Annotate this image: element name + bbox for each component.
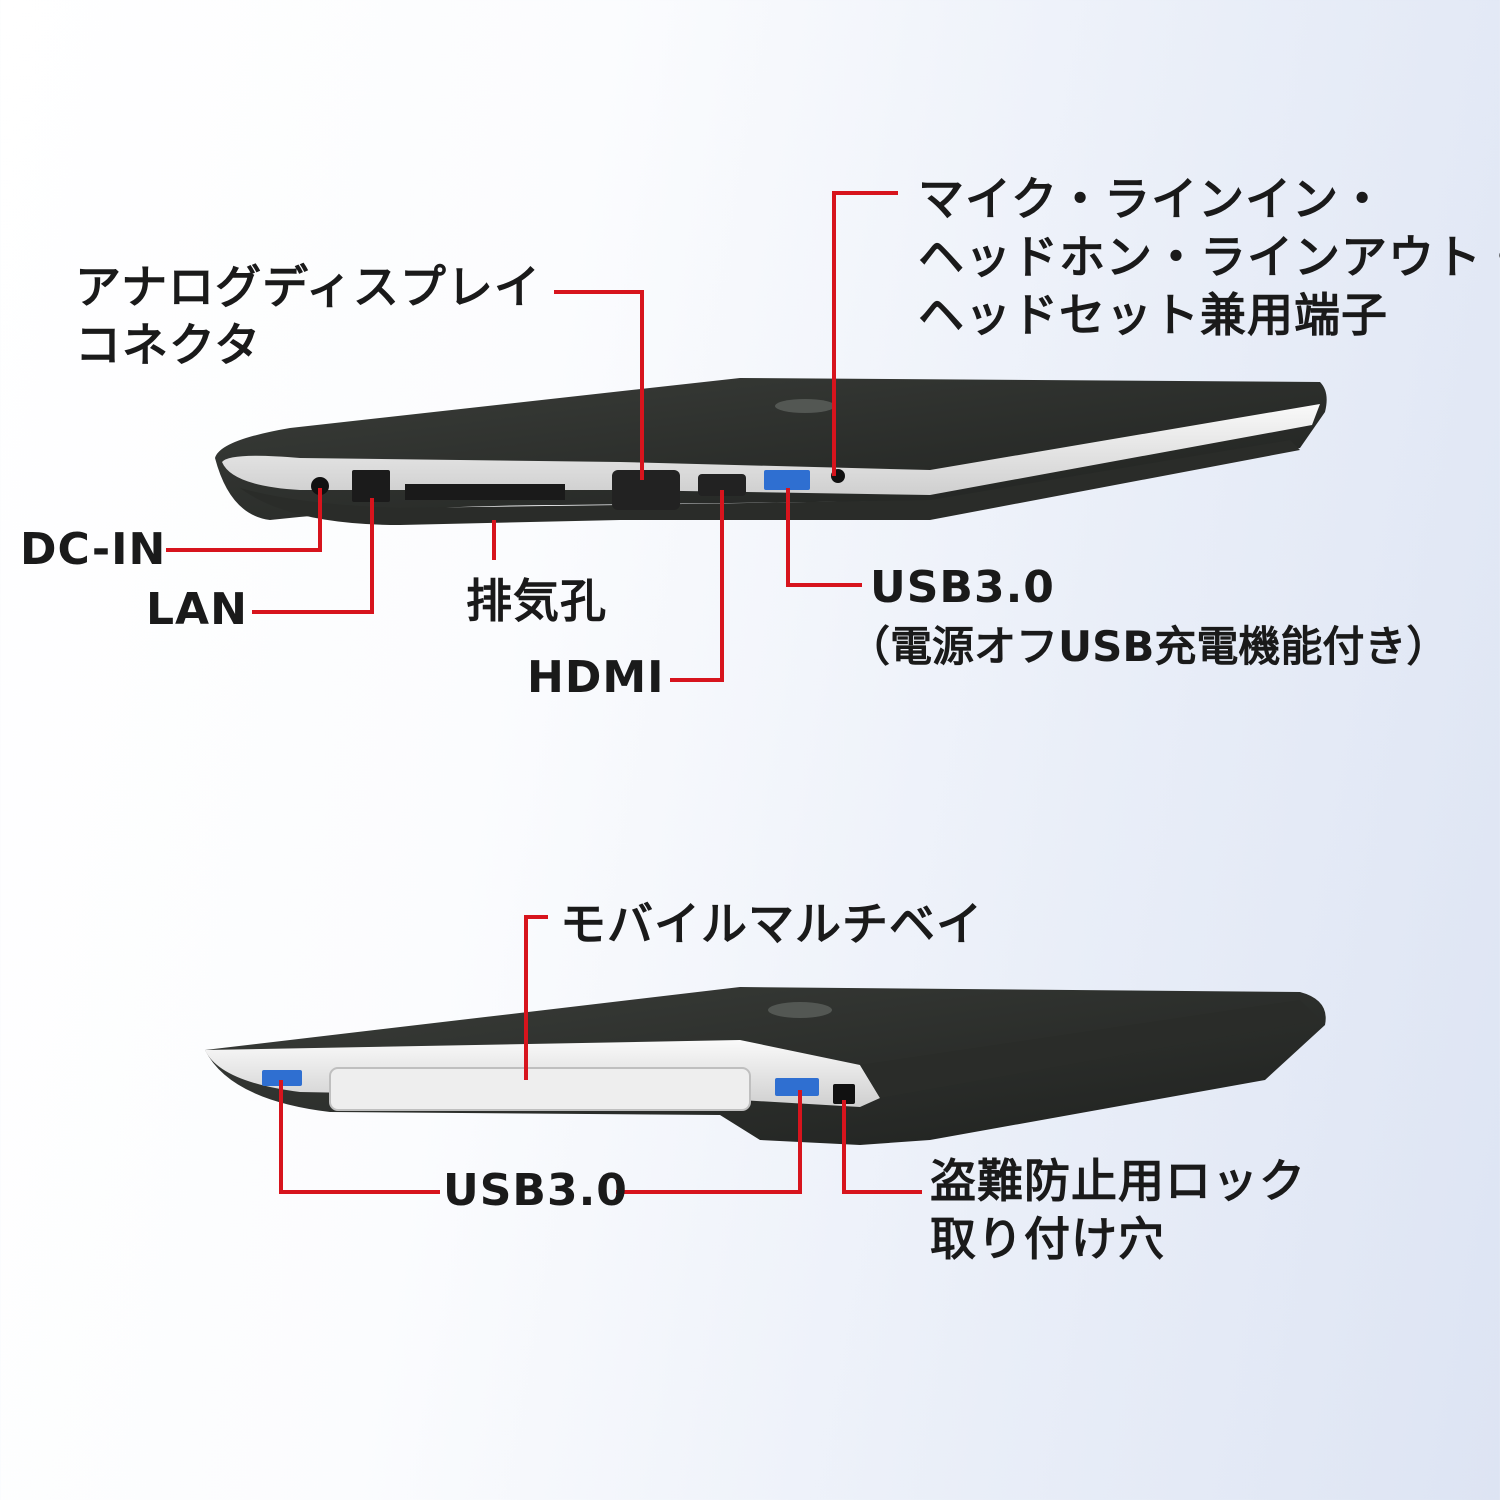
vga-port [612, 470, 680, 510]
usb-port-left [262, 1070, 302, 1086]
lan-port [352, 470, 390, 502]
label-hdmi: HDMI [527, 652, 665, 703]
label-exhaust-vent: 排気孔 [466, 574, 607, 628]
laptop-left-side-view [215, 378, 1327, 525]
usb-port [764, 470, 810, 490]
label-lan: LAN [146, 584, 248, 635]
label-usb-top-note: （電源オフUSB充電機能付き） [848, 622, 1449, 671]
label-mobile-multibay: モバイルマルチベイ [560, 897, 983, 951]
label-security-lock-hole: 盗難防止用ロック 取り付け穴 [930, 1154, 1306, 1266]
usb-port-right [775, 1078, 819, 1096]
dc-in-port [311, 477, 329, 495]
multibay [329, 1067, 751, 1111]
lid-logo-bottom [768, 1002, 832, 1018]
bottom-leader-lines [279, 915, 922, 1194]
hdmi-port [698, 474, 746, 496]
label-dc-in: DC-IN [20, 524, 167, 575]
label-analog-display-connector: アナログディスプレイ コネクタ [75, 260, 541, 372]
security-lock-slot [833, 1084, 855, 1104]
top-leader-lines [166, 191, 898, 682]
label-usb-top: USB3.0 [870, 562, 1055, 613]
exhaust-vent [405, 484, 565, 500]
label-audio-jack: マイク・ラインイン・ ヘッドホン・ラインアウト・ ヘッドセット兼用端子 [918, 172, 1500, 342]
label-usb-bottom: USB3.0 [443, 1165, 628, 1216]
laptop-right-side-view [205, 987, 1326, 1145]
lid-logo [775, 399, 835, 413]
